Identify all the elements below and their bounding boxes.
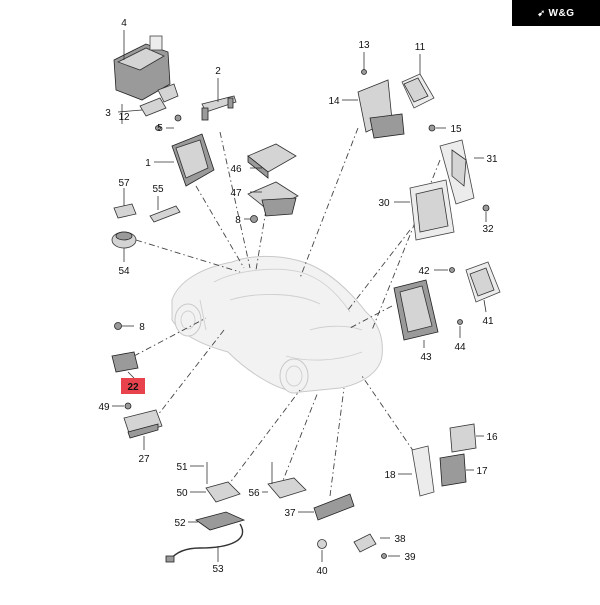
part-18-bracket	[411, 445, 435, 497]
callout-51[interactable]: 51	[176, 462, 188, 473]
part-31-bracket	[439, 139, 475, 205]
part-17-panel	[439, 453, 467, 487]
callout-54[interactable]: 54	[118, 266, 130, 277]
part-15-nut	[428, 124, 436, 132]
part-38-sensor	[353, 533, 377, 553]
part-52-bracket	[195, 511, 246, 531]
callout-16[interactable]: 16	[486, 432, 498, 443]
part-54-sensor	[111, 231, 137, 249]
callout-39[interactable]: 39	[404, 552, 416, 563]
part-32-screw	[482, 204, 490, 212]
callout-5[interactable]: 5	[157, 123, 163, 134]
callout-17[interactable]: 17	[476, 466, 488, 477]
callout-43[interactable]: 43	[420, 352, 432, 363]
callout-37[interactable]: 37	[284, 508, 296, 519]
callout-56[interactable]: 56	[248, 488, 260, 499]
callout-8-lower[interactable]: 8	[139, 322, 145, 333]
part-37-bar	[313, 493, 355, 521]
callout-55[interactable]: 55	[152, 184, 164, 195]
part-39-screw	[381, 553, 387, 559]
callout-50[interactable]: 50	[176, 488, 188, 499]
part-41-module	[465, 261, 501, 303]
callout-38[interactable]: 38	[394, 534, 406, 545]
callout-22[interactable]: 22	[127, 382, 139, 393]
part-1-control-unit	[171, 133, 215, 187]
part-22-module	[111, 351, 139, 373]
part-47-module	[247, 181, 299, 217]
callout-labels: 4 2 3 12 5 1 13 11 14 15 31 32 30 46 47 …	[98, 18, 498, 577]
part-40-plug	[317, 539, 327, 549]
part-4-bracket	[113, 35, 171, 101]
part-55-strip	[149, 205, 181, 223]
part-14-bracket	[357, 79, 405, 139]
callout-3[interactable]: 3	[105, 108, 111, 119]
part-44-screw	[457, 319, 463, 325]
part-50-module	[205, 481, 241, 503]
callout-2[interactable]: 2	[215, 66, 221, 77]
callout-44[interactable]: 44	[454, 342, 466, 353]
part-43-module	[393, 279, 439, 341]
part-57-clip	[113, 203, 137, 219]
callout-57[interactable]: 57	[118, 178, 130, 189]
part-2-bar	[201, 95, 237, 121]
callout-31[interactable]: 31	[486, 154, 498, 165]
callout-18[interactable]: 18	[384, 470, 396, 481]
wing-icon: ➹	[537, 7, 546, 18]
callout-46[interactable]: 46	[230, 164, 242, 175]
callout-30[interactable]: 30	[378, 198, 390, 209]
brand-badge[interactable]: ➹ W&G	[512, 0, 600, 26]
callout-42[interactable]: 42	[418, 266, 430, 277]
part-8-screw-upper	[250, 215, 258, 223]
part-53-harness	[165, 523, 244, 563]
highlight-box-22	[121, 378, 145, 394]
callout-47[interactable]: 47	[230, 188, 242, 199]
callout-14[interactable]: 14	[328, 96, 340, 107]
part-13-screw	[361, 52, 367, 75]
callout-27[interactable]: 27	[138, 454, 150, 465]
part-3-12-brackets	[139, 83, 182, 131]
part-42-screw	[449, 267, 455, 273]
part-8-screw-lower	[114, 322, 122, 330]
callout-15[interactable]: 15	[450, 124, 462, 135]
callout-49[interactable]: 49	[98, 402, 110, 413]
callout-41[interactable]: 41	[482, 316, 494, 327]
part-16-panel	[449, 423, 477, 453]
callout-32[interactable]: 32	[482, 224, 494, 235]
part-46-module	[247, 143, 297, 179]
part-27-module	[123, 409, 163, 439]
part-30-ecu	[409, 179, 455, 241]
callout-52[interactable]: 52	[174, 518, 186, 529]
callout-1[interactable]: 1	[145, 158, 151, 169]
brand-logo-text: W&G	[548, 7, 575, 19]
callout-53[interactable]: 53	[212, 564, 224, 575]
callout-40[interactable]: 40	[316, 566, 328, 577]
callout-11[interactable]: 11	[415, 42, 426, 53]
callout-12[interactable]: 12	[118, 112, 130, 123]
part-11-module	[401, 73, 435, 109]
part-56-module	[267, 462, 307, 499]
callout-8-upper[interactable]: 8	[235, 215, 241, 226]
callout-13[interactable]: 13	[358, 40, 370, 51]
part-49-screw	[124, 402, 132, 410]
leader-lines	[112, 30, 487, 562]
connector-lines	[133, 127, 441, 497]
car-illustration	[171, 255, 383, 394]
callout-4[interactable]: 4	[121, 18, 127, 29]
